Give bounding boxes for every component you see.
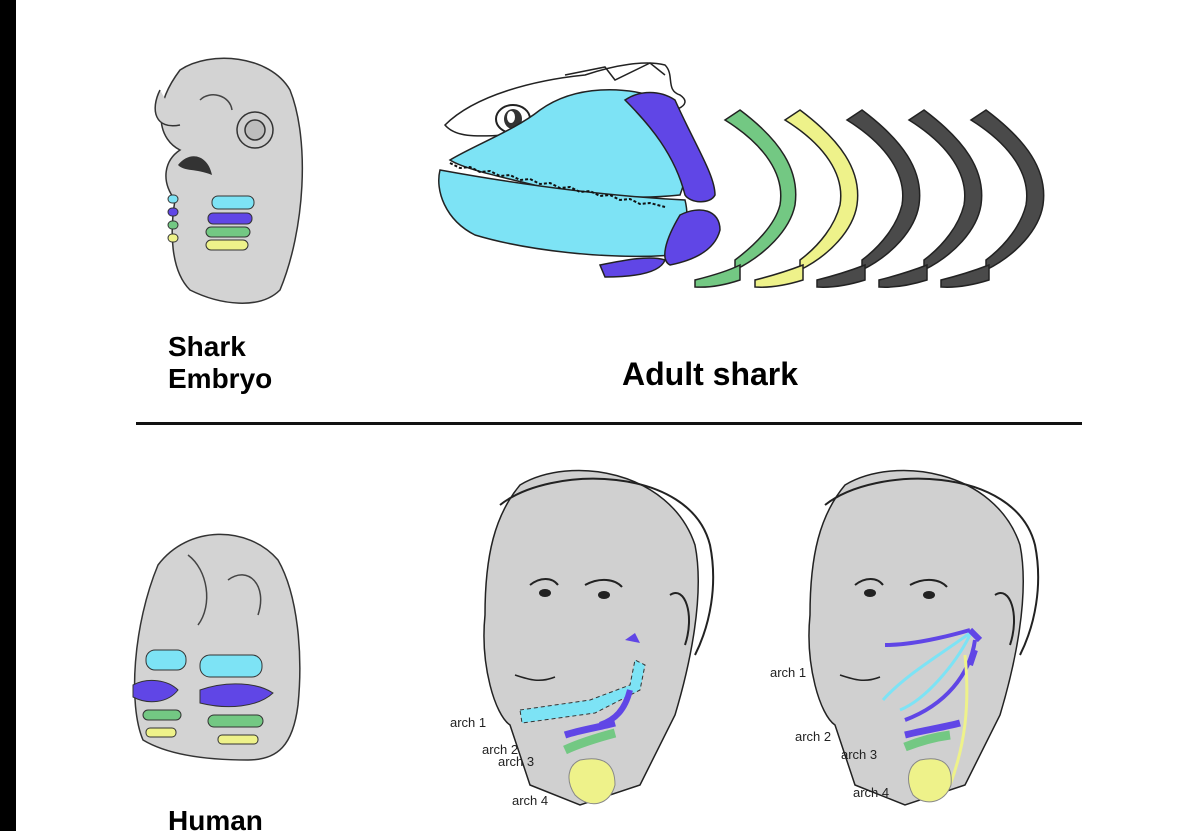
face2-arch3-label: arch 3 [841,747,877,762]
adult-shark-label: Adult shark [622,356,799,392]
adult-shark-skeleton-illustration [438,62,1045,288]
human-face-nerves-right-illustration: arch 1 arch 2 arch 3 arch 4 [770,469,1040,806]
face1-arch4-label: arch 4 [512,793,548,808]
shark-embryo-illustration [154,57,304,304]
human-embryo-illustration [132,533,301,761]
section-divider [136,422,1082,425]
face2-arch2-label: arch 2 [795,729,831,744]
human-face-arches-left-illustration: arch 1 arch 2 arch 3 arch 4 [450,469,715,808]
left-border-bar [0,0,16,831]
face2-arch4-label: arch 4 [853,785,889,800]
face1-arch3-label: arch 3 [498,754,534,769]
face1-arch1-label: arch 1 [450,715,486,730]
human-label: Human [168,805,263,836]
face1-arch2-label: arch 2 [482,742,518,757]
shark-embryo-label: Shark Embryo [168,331,273,395]
face2-arch1-label: arch 1 [770,665,806,680]
